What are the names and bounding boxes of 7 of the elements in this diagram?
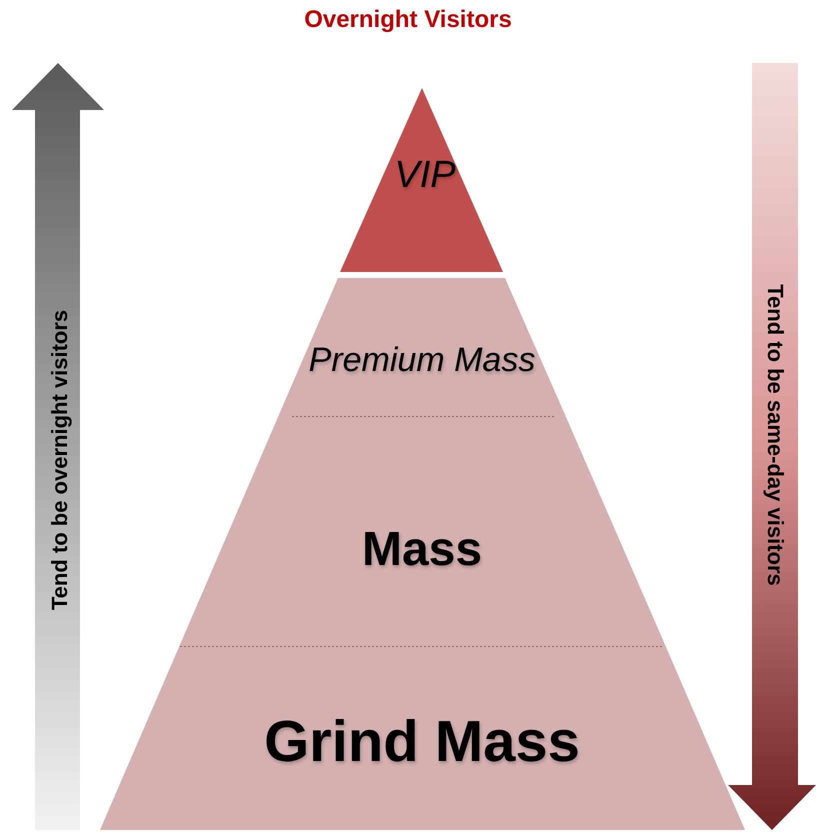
tier-label: Mass [362, 526, 482, 574]
title: Overnight Visitors [304, 6, 512, 33]
arrow-caption: Tend to be same-day visitors [764, 284, 786, 586]
tier-label: Grind Mass [264, 713, 580, 771]
arrow-caption: Tend to be overnight visitors [49, 310, 71, 610]
tier-label: VIP [394, 156, 456, 194]
tier-label: Premium Mass [308, 343, 536, 377]
